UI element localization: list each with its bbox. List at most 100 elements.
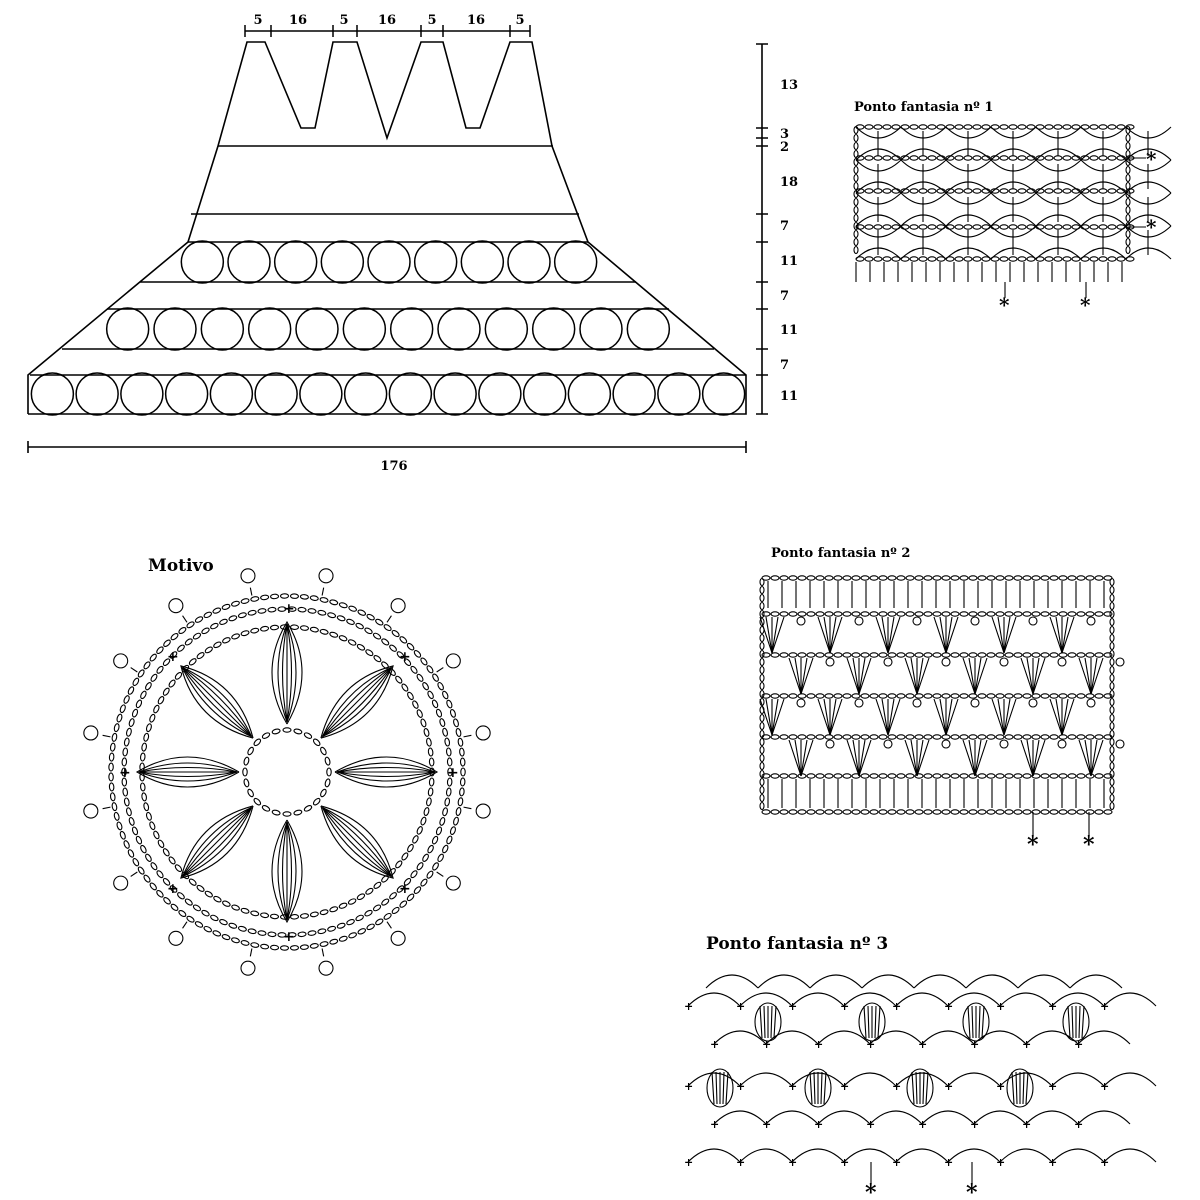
chain-stitch bbox=[779, 773, 789, 779]
chain-stitch bbox=[357, 609, 367, 616]
chain-stitch bbox=[986, 611, 996, 617]
chain-stitch bbox=[348, 932, 357, 939]
chain-stitch bbox=[1044, 188, 1054, 194]
cluster-stitch bbox=[1078, 739, 1092, 777]
sc-stitch: + bbox=[970, 1118, 979, 1131]
chain-arch bbox=[869, 1110, 923, 1125]
chain-stitch bbox=[860, 693, 870, 699]
shell-cluster bbox=[858, 1002, 886, 1042]
chain-stitch bbox=[355, 622, 364, 630]
petal-stitch bbox=[322, 667, 393, 738]
chain-stitch bbox=[122, 787, 129, 797]
chain-stitch bbox=[119, 704, 126, 714]
picot-stitch bbox=[1086, 616, 1096, 626]
sc-stitch: + bbox=[788, 1080, 797, 1093]
chain-stitch bbox=[381, 638, 390, 646]
cluster-stitch bbox=[1055, 698, 1063, 736]
chain-stitch bbox=[437, 681, 444, 691]
chain-arch bbox=[791, 992, 845, 1007]
chain-arch bbox=[809, 974, 863, 989]
chain-stitch bbox=[806, 611, 816, 617]
chain-stitch bbox=[201, 909, 210, 917]
chain-arch bbox=[1077, 1110, 1131, 1125]
chain-stitch bbox=[923, 652, 933, 658]
cluster-stitch bbox=[817, 616, 831, 654]
turning-chain bbox=[853, 141, 859, 151]
chain-stitch bbox=[779, 652, 789, 658]
chain-stitch bbox=[824, 693, 834, 699]
chain-stitch bbox=[261, 732, 271, 739]
chain-stitch bbox=[882, 188, 892, 194]
cluster-stitch bbox=[1055, 616, 1063, 654]
chain-stitch bbox=[267, 931, 277, 938]
petal-stitch bbox=[336, 762, 436, 773]
chain-arch bbox=[895, 1072, 949, 1087]
chain-stitch bbox=[396, 885, 405, 893]
chain-stitch bbox=[329, 906, 339, 913]
sc-stitch: + bbox=[1100, 1156, 1109, 1169]
chain-stitch bbox=[770, 693, 780, 699]
chain-stitch bbox=[247, 788, 254, 798]
sc-stitch: + bbox=[399, 881, 411, 897]
sc-stitch: + bbox=[1048, 1080, 1057, 1093]
chain-stitch bbox=[194, 616, 204, 623]
chain-stitch bbox=[108, 772, 114, 782]
chain-stitch bbox=[395, 675, 403, 684]
chain-arch bbox=[687, 1072, 741, 1087]
chain-stitch bbox=[851, 693, 861, 699]
chain-stitch bbox=[126, 807, 132, 817]
chain-stitch bbox=[1098, 155, 1108, 161]
chain-stitch bbox=[869, 575, 879, 581]
chain-stitch bbox=[336, 615, 346, 622]
chain-stitch bbox=[457, 797, 464, 807]
chain-stitch bbox=[329, 938, 339, 945]
chain-stitch bbox=[170, 633, 179, 641]
chain-stitch bbox=[416, 709, 423, 718]
chain-stitch bbox=[932, 611, 942, 617]
chain-stitch bbox=[156, 646, 164, 655]
cluster-stitch bbox=[788, 657, 802, 695]
cluster-stitch bbox=[829, 698, 843, 736]
chain-stitch bbox=[121, 767, 127, 777]
cluster-stitch bbox=[1020, 657, 1034, 695]
chain-arch bbox=[947, 1148, 1001, 1163]
chain-stitch bbox=[356, 893, 366, 901]
chain-stitch bbox=[1040, 575, 1050, 581]
chain-arch bbox=[1077, 1030, 1131, 1045]
chain-stitch bbox=[427, 787, 434, 797]
shell-post bbox=[981, 1005, 985, 1039]
petal-stitch bbox=[181, 666, 253, 738]
chain-stitch bbox=[140, 782, 146, 792]
sc-stitch: + bbox=[866, 1038, 875, 1051]
chain-stitch bbox=[355, 914, 364, 922]
turning-chain bbox=[1125, 221, 1131, 231]
cluster-stitch bbox=[1078, 657, 1092, 695]
chain-stitch bbox=[1107, 188, 1117, 194]
chain-stitch bbox=[950, 652, 960, 658]
chain-stitch bbox=[999, 188, 1009, 194]
chain-stitch bbox=[914, 575, 924, 581]
picot-stem bbox=[321, 948, 325, 957]
chain-stitch bbox=[427, 844, 434, 854]
picot-stitch bbox=[1057, 739, 1067, 749]
chain-stitch bbox=[446, 835, 453, 845]
shell-post bbox=[759, 1005, 763, 1039]
chain-stitch bbox=[1031, 809, 1041, 815]
chain-stitch bbox=[140, 690, 147, 700]
chain-stitch bbox=[309, 595, 319, 601]
cluster-stitch bbox=[852, 657, 860, 695]
chain-stitch bbox=[887, 611, 897, 617]
sc-stitch: + bbox=[684, 1080, 693, 1093]
chain-arch bbox=[817, 1110, 871, 1125]
chain-stitch bbox=[427, 690, 434, 700]
turning-chain bbox=[853, 149, 859, 159]
chain-stitch bbox=[914, 611, 924, 617]
chain-stitch bbox=[327, 925, 337, 932]
chain-stitch bbox=[449, 708, 456, 718]
turning-chain bbox=[759, 633, 765, 643]
motif-circle bbox=[478, 372, 522, 416]
motif-circle bbox=[484, 307, 529, 351]
chain-stitch bbox=[918, 124, 928, 130]
chain-stitch bbox=[289, 945, 300, 951]
cluster-stitch bbox=[1061, 616, 1069, 654]
